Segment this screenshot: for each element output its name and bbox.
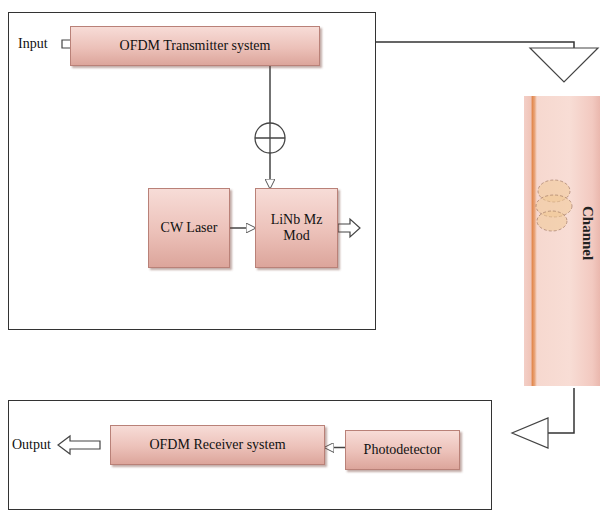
photodetector-box: Photodetector [345, 430, 460, 470]
transmitter-box: OFDM Transmitter system [70, 26, 320, 66]
tx-antenna [530, 48, 598, 82]
channel-band: Channel [524, 96, 600, 386]
adder-symbol [255, 123, 285, 153]
signal-arrow [325, 447, 345, 449]
signal-arrow [230, 227, 255, 229]
node-text: OFDM Transmitter system [120, 38, 271, 54]
laser-box: CW Laser [148, 188, 230, 268]
receiver-frame [9, 401, 492, 510]
node-text: Channel [579, 206, 596, 260]
modulator-box: LiNb Mz Mod [255, 188, 338, 268]
output-arrow [58, 436, 100, 454]
node-text: Photodetector [364, 442, 442, 458]
node-text: OFDM Receiver system [149, 437, 285, 453]
mod-output-arrow [338, 219, 360, 237]
io-label: Output [12, 437, 51, 453]
receiver-box: OFDM Receiver system [110, 425, 325, 465]
node-text: LiNb Mz Mod [262, 212, 331, 244]
adder-cross [255, 123, 285, 153]
transmitter-frame [9, 13, 376, 330]
io-label: Input [18, 36, 48, 52]
channel-ripple [537, 211, 567, 231]
node-text: CW Laser [161, 220, 218, 236]
feed-line [376, 42, 574, 48]
rx-antenna [512, 418, 548, 448]
rx-line [548, 388, 574, 433]
